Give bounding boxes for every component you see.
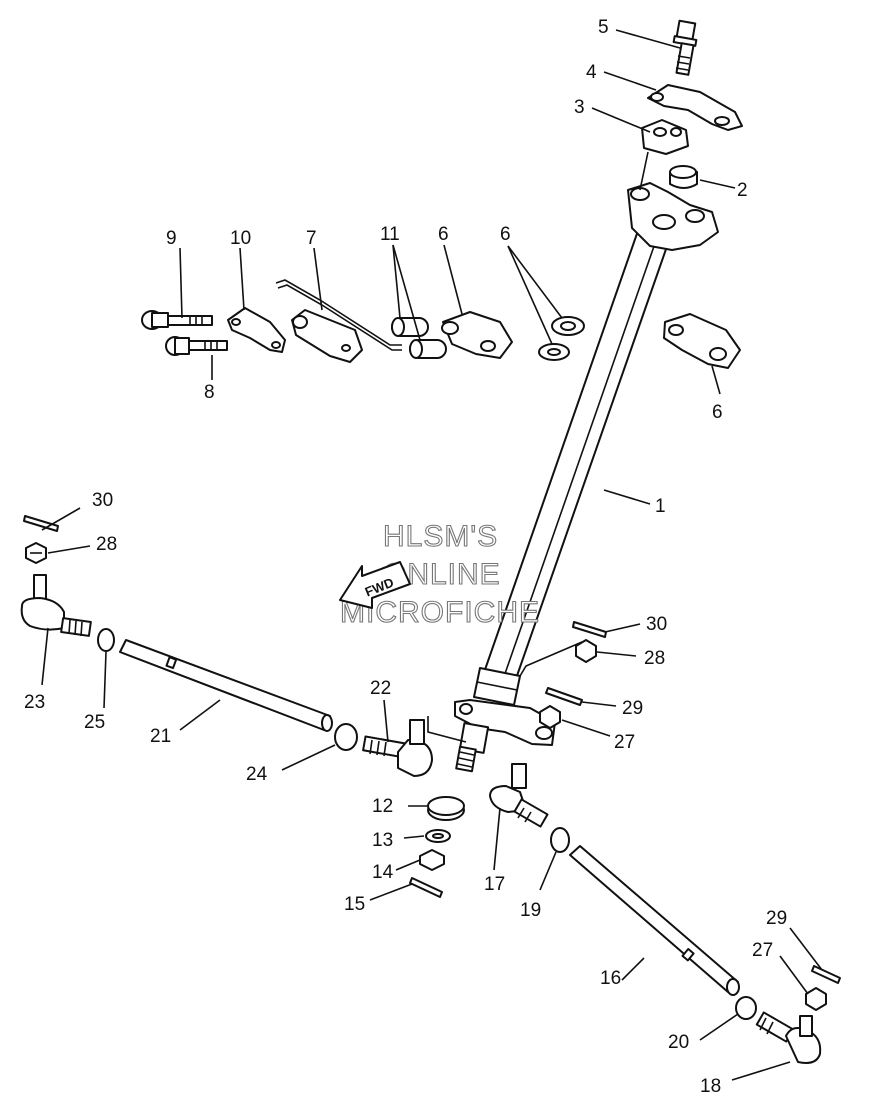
cotter-pin-part-16: [409, 877, 443, 898]
tie-rod-end-part-23: [362, 719, 433, 777]
clamp-part-3: [641, 119, 689, 155]
callout-9: 8: [204, 382, 215, 403]
callout-21: 20: [668, 1032, 689, 1053]
tie-rod-tube-part-22: [119, 639, 333, 732]
callout-29-far: 29: [766, 908, 787, 929]
clamp-part-6-left: [441, 311, 513, 359]
nut-part-25: [334, 723, 358, 751]
column-top-bracket: [627, 182, 719, 251]
callout-7: 6: [500, 224, 511, 245]
callout-29-right: 29: [622, 698, 643, 719]
callout-14: 13: [372, 830, 393, 851]
nut-part-26: [97, 628, 115, 652]
tie-rod-tube-part-17: [569, 845, 740, 996]
callout-1: 1: [655, 496, 666, 517]
leader-lines: [41, 29, 823, 1081]
steering-column: [454, 224, 673, 773]
callout-4: 4: [586, 62, 597, 83]
cotter-pin-part-30-left: [23, 515, 59, 532]
cotter-pin-part-29-right: [811, 965, 841, 984]
callout-28-right: 28: [644, 648, 665, 669]
lever-part-8: [275, 279, 402, 363]
callout-6-left: 6: [438, 224, 449, 245]
callout-27-right: 27: [614, 732, 635, 753]
callout-18: 17: [484, 874, 505, 895]
tie-rod-end-part-19: [755, 1011, 822, 1064]
nut-part-27: [539, 705, 561, 729]
callout-3: 3: [574, 97, 585, 118]
callout-28-left: 28: [96, 534, 117, 555]
tie-rod-end-part-24: [20, 574, 92, 637]
bolt-part-9: [165, 336, 228, 356]
callout-labels: 5 4 3 2 9 10 7 11 6 6 8 6 1 30 28 23 25 …: [24, 17, 787, 1097]
nut-part-15: [419, 849, 445, 871]
callout-27-far: 27: [752, 940, 773, 961]
cotter-pin-part-30-right: [572, 621, 607, 638]
callout-22: 21: [150, 726, 171, 747]
callout-2: 2: [737, 180, 748, 201]
washer-part-13: [427, 796, 465, 821]
callout-20: 19: [520, 900, 541, 921]
nut-part-28-left: [25, 542, 47, 564]
nut-part-20: [550, 827, 570, 853]
callout-16: 15: [344, 894, 365, 915]
sleeves-part-12: [391, 317, 447, 359]
watermark-line-1: HLSM'S: [383, 520, 498, 553]
callout-24: 23: [24, 692, 45, 713]
bracket-part-11: [227, 307, 286, 353]
callout-10: 9: [166, 228, 177, 249]
callout-26: 25: [84, 712, 105, 733]
callout-25: 24: [246, 764, 268, 785]
callout-30-left: 30: [92, 490, 113, 511]
bolt-part-10: [141, 310, 213, 330]
washers-part-7: [538, 316, 585, 361]
tie-rod-end-part-18: [489, 763, 549, 828]
callout-12: 11: [380, 224, 400, 245]
callout-17: 16: [600, 968, 621, 989]
callout-5: 5: [598, 17, 609, 38]
callout-13: 12: [372, 796, 393, 817]
callout-19: 18: [700, 1076, 721, 1097]
callout-11: 10: [230, 228, 251, 249]
watermark: HLSM'S ONLINE MICROFICHE FWD: [339, 519, 540, 630]
bolt-part-5: [672, 19, 698, 76]
callout-23: 22: [370, 678, 391, 699]
washer-part-14: [425, 829, 451, 843]
callout-15: 14: [372, 862, 394, 883]
clamp-part-6-right: [663, 313, 741, 369]
callout-8: 7: [306, 228, 317, 249]
cap-part-2: [669, 165, 698, 189]
callout-6-right: 6: [712, 402, 723, 423]
plate-part-4: [647, 84, 743, 131]
cotter-pin-part-29: [545, 687, 583, 706]
nut-part-21: [735, 996, 757, 1020]
callout-30-right: 30: [646, 614, 667, 635]
nut-part-28-right: [575, 639, 597, 663]
nut-part-27-right: [805, 987, 827, 1011]
